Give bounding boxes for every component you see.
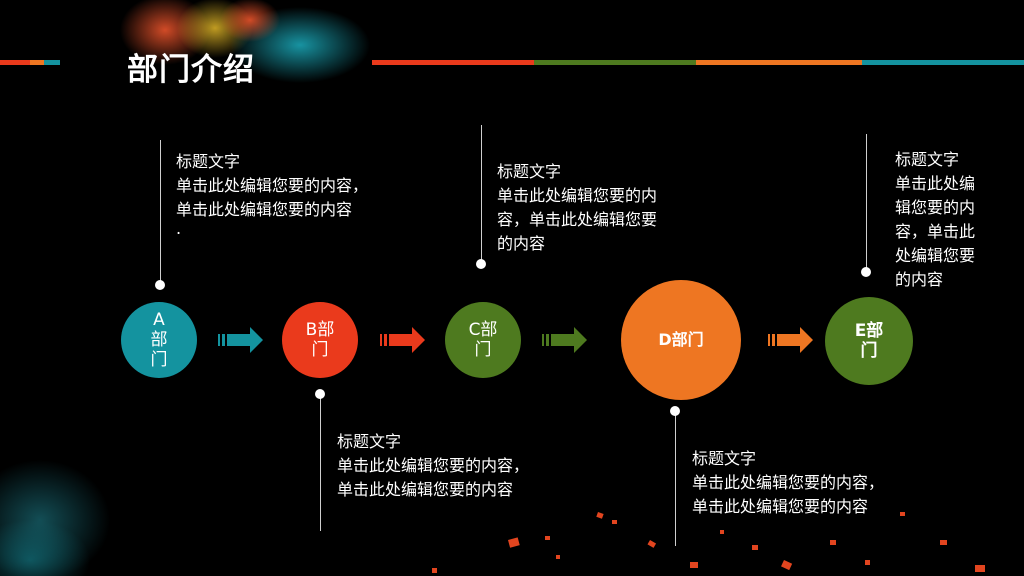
callout-b-line-2: 单击此处编辑您要的内容 [337, 480, 514, 499]
callout-e-title: 标题文字 [895, 150, 960, 169]
node-e-label-2: 门 [860, 341, 878, 361]
callout-c: 标题文字 单击此处编辑您要的内 容，单击此处编辑您要 的内容 [497, 160, 657, 256]
callout-d: 标题文字 单击此处编辑您要的内容， 单击此处编辑您要的内容 [692, 447, 884, 519]
callout-a-line-1: 单击此处编辑您要的内容， [176, 176, 369, 195]
node-c-label-1: C部 [468, 320, 498, 340]
node-a-department: A 部 门 [121, 302, 197, 378]
callout-d-line-2: 单击此处编辑您要的内容 [692, 497, 869, 516]
arrow-right-icon [380, 327, 425, 353]
connector-line-b [320, 395, 321, 531]
callout-e: 标题文字 单击此处编 辑您要的内 容，单击此 处编辑您要 的内容 [895, 148, 975, 292]
node-e-department: E部 门 [825, 297, 913, 385]
callout-a-line-3: . [176, 219, 182, 238]
callout-c-title: 标题文字 [497, 162, 562, 181]
callout-b-title: 标题文字 [337, 432, 402, 451]
callout-b: 标题文字 单击此处编辑您要的内容， 单击此处编辑您要的内容 [337, 430, 529, 502]
node-d-department: D部门 [621, 280, 741, 400]
node-c-department: C部 门 [445, 302, 521, 378]
page-title: 部门介绍 [127, 52, 255, 88]
connector-dot-d [670, 406, 680, 416]
node-e-label-1: E部 [854, 321, 884, 341]
node-a-label-2: 部 [150, 330, 168, 350]
connector-dot-a [155, 280, 165, 290]
callout-e-line-1: 单击此处编 [895, 174, 976, 193]
node-b-label-2: 门 [311, 340, 329, 360]
arrow-right-icon [542, 327, 587, 353]
connector-dot-c [476, 259, 486, 269]
node-a-label-1: A [153, 310, 165, 330]
connector-line-c [481, 125, 482, 265]
node-b-department: B部 门 [282, 302, 358, 378]
callout-c-line-3: 的内容 [497, 234, 546, 253]
connector-line-e [866, 134, 867, 272]
connector-line-d [675, 415, 676, 546]
node-a-label-3: 门 [150, 350, 168, 370]
node-b-label-1: B部 [305, 320, 335, 340]
header-bar-left-orange [30, 60, 44, 65]
connector-dot-b [315, 389, 325, 399]
callout-a: 标题文字 单击此处编辑您要的内容， 单击此处编辑您要的内容 . [176, 150, 369, 238]
connector-line-a [160, 140, 161, 285]
callout-e-line-4: 处编辑您要 [895, 246, 976, 265]
header-bar-green [534, 60, 696, 65]
header-bar-orange [696, 60, 862, 65]
callout-c-line-2: 容，单击此处编辑您要 [497, 210, 658, 229]
node-d-label-1: D部门 [658, 330, 704, 349]
arrow-right-icon [218, 327, 263, 353]
connector-dot-e [861, 267, 871, 277]
header-bar-teal [862, 60, 1024, 65]
header-bar-red [372, 60, 534, 65]
callout-a-title: 标题文字 [176, 152, 241, 171]
callout-e-line-5: 的内容 [895, 270, 944, 289]
header-bar-left-teal [44, 60, 60, 65]
callout-b-line-1: 单击此处编辑您要的内容， [337, 456, 530, 475]
node-c-label-2: 门 [474, 340, 492, 360]
callout-d-line-1: 单击此处编辑您要的内容， [692, 473, 885, 492]
callout-e-line-2: 辑您要的内 [895, 198, 976, 217]
callout-c-line-1: 单击此处编辑您要的内 [497, 186, 658, 205]
arrow-right-icon [768, 327, 813, 353]
callout-d-title: 标题文字 [692, 449, 757, 468]
callout-a-line-2: 单击此处编辑您要的内容 [176, 200, 353, 219]
callout-e-line-3: 容，单击此 [895, 222, 976, 241]
header-bar-left-red [0, 60, 30, 65]
